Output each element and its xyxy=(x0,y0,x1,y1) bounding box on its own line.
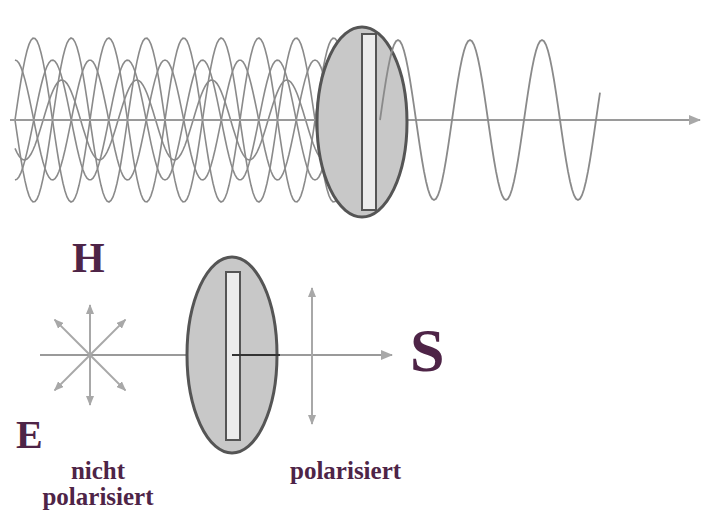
field-vector xyxy=(89,355,91,405)
field-vector xyxy=(55,320,90,355)
field-label: H xyxy=(72,236,105,280)
field-vector-star xyxy=(55,305,126,405)
field-vector xyxy=(90,355,125,390)
state-caption: nicht polarisiert xyxy=(18,458,178,511)
state-caption: polarisiert xyxy=(290,458,401,484)
field-vector xyxy=(90,320,125,355)
polarized-vector xyxy=(311,288,313,424)
field-label: E xyxy=(16,414,43,456)
polarizer-slit xyxy=(362,34,376,210)
axis-segment xyxy=(232,354,280,356)
field-vector xyxy=(55,355,90,390)
field-vector xyxy=(89,305,91,355)
polarizer-disc xyxy=(317,27,407,217)
vector-label: S xyxy=(410,318,444,383)
wave-curve xyxy=(380,40,600,200)
polarized-wave xyxy=(380,40,600,200)
